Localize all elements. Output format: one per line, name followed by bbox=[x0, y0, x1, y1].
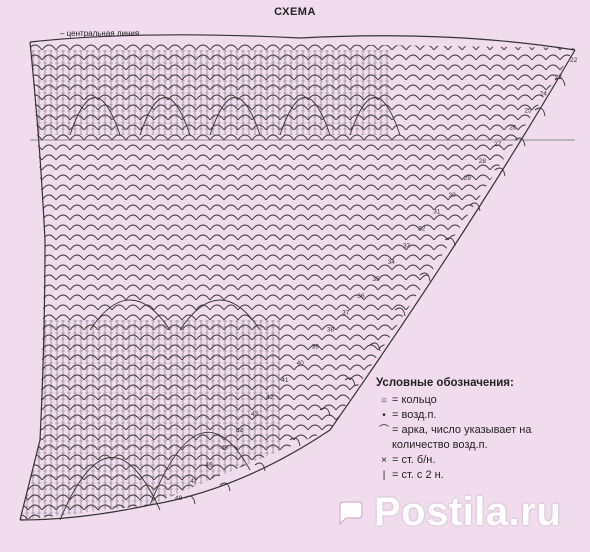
legend-item: × = ст. б/н. bbox=[376, 453, 581, 468]
row-number: 23 bbox=[555, 74, 563, 81]
chart-outline bbox=[19, 34, 576, 521]
row-number: 26 bbox=[509, 124, 517, 131]
row-number: 38 bbox=[327, 327, 335, 334]
row-number: 45 bbox=[221, 445, 229, 452]
postila-logo-icon bbox=[339, 501, 363, 525]
single-crochet-symbol-icon: × bbox=[381, 455, 387, 466]
row-number: 46 bbox=[205, 461, 213, 468]
row-number: 24 bbox=[540, 91, 548, 98]
row-number: 29 bbox=[464, 175, 472, 182]
double-treble-symbol-icon: | bbox=[382, 470, 386, 481]
row-number: 27 bbox=[494, 141, 502, 148]
row-number: 33 bbox=[403, 242, 411, 249]
chain-symbol-icon: • bbox=[382, 410, 386, 421]
edge-scallops bbox=[184, 77, 566, 505]
diagram-title: СХЕМА bbox=[274, 6, 316, 18]
pineapple-motifs bbox=[59, 97, 401, 521]
legend-item: ⌒ = арка, число указывает на количество … bbox=[376, 423, 581, 453]
row-number: 28 bbox=[479, 158, 487, 165]
legend-item-text: = арка, число указывает на количество во… bbox=[392, 424, 532, 451]
legend-item: | = ст. с 2 н. bbox=[376, 468, 581, 483]
legend-item-text: = ст. с 2 н. bbox=[392, 469, 444, 481]
arch-symbol-icon: ⌒ bbox=[379, 425, 389, 436]
row-number: 34 bbox=[388, 259, 396, 266]
watermark-text: Postila.ru bbox=[374, 490, 562, 534]
watermark: Postila.ru bbox=[334, 490, 561, 535]
legend-item-text: = ст. б/н. bbox=[392, 454, 436, 466]
row-number: 41 bbox=[281, 377, 289, 384]
row-number: 43 bbox=[251, 411, 259, 418]
row-number: 25 bbox=[524, 108, 532, 115]
legend-item: ○ = кольцо bbox=[376, 393, 581, 408]
legend-item-text: = кольцо bbox=[392, 394, 437, 406]
legend-item-text: = возд.п. bbox=[392, 409, 437, 421]
ring-symbol-icon: ○ bbox=[380, 395, 388, 406]
row-number: 36 bbox=[357, 293, 365, 300]
center-line-label: – центральная линия bbox=[60, 29, 140, 38]
row-number: 32 bbox=[418, 226, 426, 233]
row-number: 39 bbox=[312, 343, 320, 350]
legend-title: Условные обозначения: bbox=[376, 377, 514, 389]
row-number: 48 bbox=[175, 495, 183, 502]
row-number: 35 bbox=[373, 276, 381, 283]
row-number: 47 bbox=[190, 478, 198, 485]
row-number: 22 bbox=[570, 57, 578, 64]
row-number: 37 bbox=[342, 310, 350, 317]
row-number: 30 bbox=[449, 192, 457, 199]
legend: Условные обозначения: ○ = кольцо • = воз… bbox=[376, 376, 581, 483]
row-number: 40 bbox=[297, 360, 305, 367]
legend-item: • = возд.п. bbox=[376, 408, 581, 423]
row-number: 44 bbox=[236, 428, 244, 435]
row-number: 31 bbox=[433, 209, 441, 216]
row-number: 42 bbox=[266, 394, 274, 401]
